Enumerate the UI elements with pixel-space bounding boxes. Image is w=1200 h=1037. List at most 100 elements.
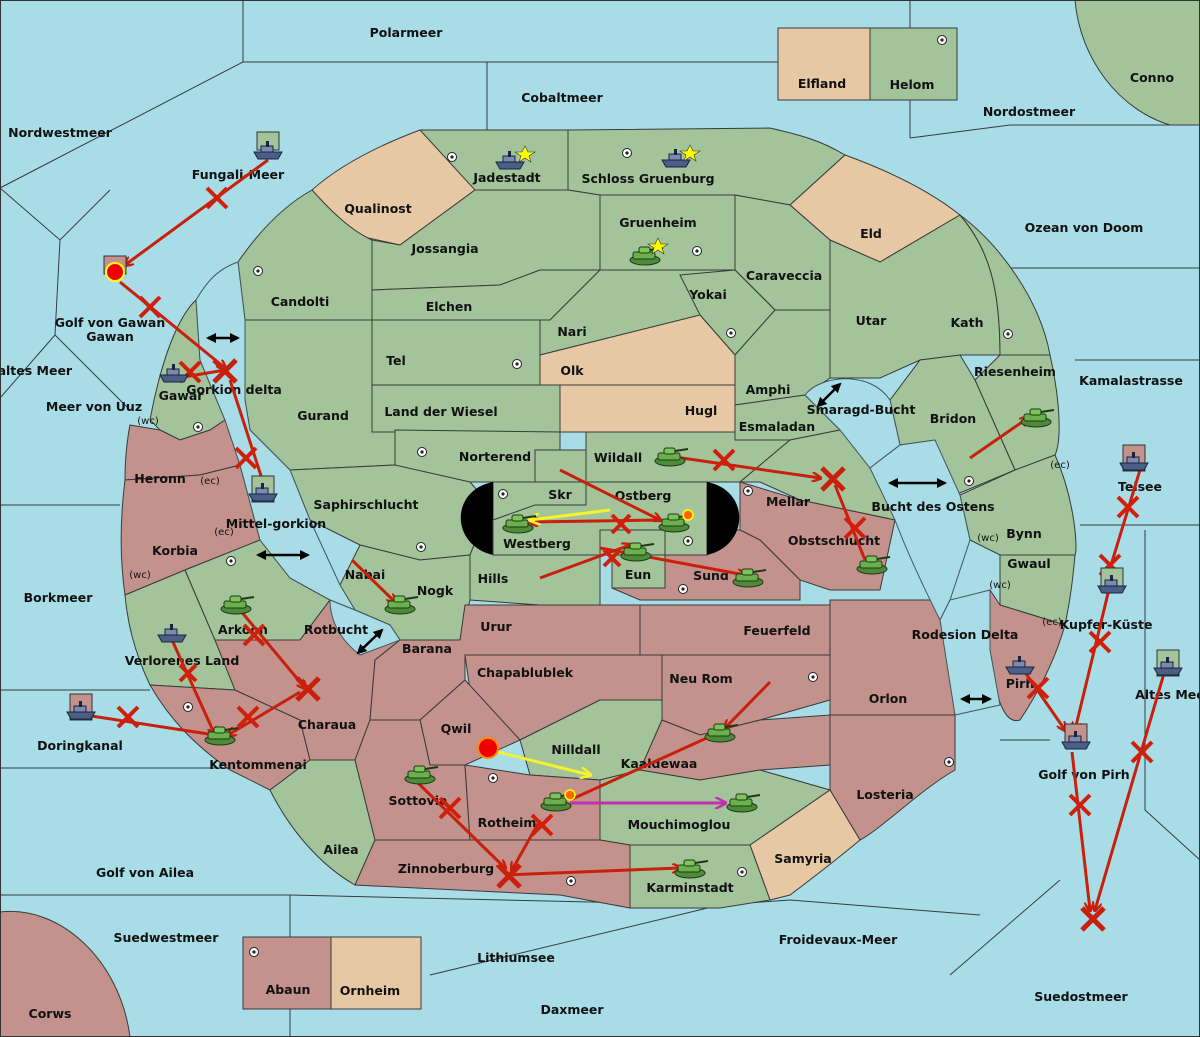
region-samyria[interactable] bbox=[749, 789, 861, 901]
label-obstschlucht: Obstschlucht bbox=[788, 533, 880, 548]
label-kentommenai: Kentommenai bbox=[209, 757, 307, 772]
label-karminstadt: Karminstadt bbox=[646, 880, 733, 895]
unit-fleet-golf-von-pirh bbox=[1061, 723, 1091, 750]
label-eun: Eun bbox=[625, 567, 651, 582]
label-suedostmeer: Suedostmeer bbox=[1034, 989, 1128, 1004]
label-daxmeer: Daxmeer bbox=[540, 1002, 604, 1017]
label-helom: Helom bbox=[890, 77, 935, 92]
label-charaua: Charaua bbox=[298, 717, 356, 732]
label-qwil: Qwil bbox=[441, 721, 472, 736]
label-candolti: Candolti bbox=[271, 294, 330, 309]
label-feuerfeld: Feuerfeld bbox=[743, 623, 810, 638]
cut-marks bbox=[116, 186, 1154, 837]
region-corws[interactable] bbox=[0, 910, 131, 1037]
label-utar: Utar bbox=[856, 313, 888, 328]
label-smaragd-bucht: Smaragd-Bucht bbox=[807, 402, 916, 417]
region-heronn[interactable] bbox=[124, 419, 241, 481]
label-gruenheim: Gruenheim bbox=[619, 215, 696, 230]
label-fungali-meer: Fungali-Meer bbox=[192, 167, 285, 182]
label-nordwestmeer: Nordwestmeer bbox=[8, 125, 113, 140]
label-urur: Urur bbox=[480, 619, 512, 634]
label-bucht-des-ostens: Bucht des Ostens bbox=[871, 499, 994, 514]
sea-rodesion-delta[interactable] bbox=[939, 589, 1001, 716]
label-jossangia: Jossangia bbox=[410, 241, 478, 256]
sea-gorkion-channel[interactable] bbox=[195, 261, 357, 612]
label-suedwestmeer: Suedwestmeer bbox=[114, 930, 220, 945]
label-borkmeer: Borkmeer bbox=[24, 590, 94, 605]
label-schloss-gruenburg: Schloss Gruenburg bbox=[581, 171, 714, 186]
label-gawan: Gawan bbox=[86, 329, 134, 344]
label-ailea: Ailea bbox=[323, 842, 358, 857]
label-nilldall: Nilldall bbox=[551, 742, 600, 757]
label-riesenheim: Riesenheim bbox=[974, 364, 1056, 379]
label-rotheim: Rotheim bbox=[478, 815, 537, 830]
unit-fleet-fungali-meer bbox=[253, 131, 283, 160]
region-elfland[interactable] bbox=[777, 27, 871, 101]
label-yokai: Yokai bbox=[688, 287, 727, 302]
unit-fleet-teisee bbox=[1119, 444, 1149, 472]
label-bynn-wc: (wc) bbox=[977, 533, 999, 544]
label-gwaul-wc: (wc) bbox=[989, 580, 1011, 591]
label-kaltes-meer: Kaltes Meer bbox=[0, 363, 73, 378]
bridge-east-cap bbox=[707, 482, 740, 555]
label-orlon: Orlon bbox=[869, 691, 908, 706]
label-zinnoberburg: Zinnoberburg bbox=[398, 861, 494, 876]
label-heronn-ec: (ec) bbox=[200, 476, 220, 487]
label-cobaltmeer: Cobaltmeer bbox=[521, 90, 603, 105]
label-nari: Nari bbox=[557, 324, 586, 339]
label-doringkanal: Doringkanal bbox=[37, 738, 123, 753]
label-elfland: Elfland bbox=[798, 76, 846, 91]
region-gruenheim[interactable] bbox=[599, 194, 736, 271]
label-nogk: Nogk bbox=[417, 583, 454, 598]
explosion-qwil bbox=[477, 737, 499, 759]
label-norterend: Norterend bbox=[459, 449, 531, 464]
label-ostberg: Ostberg bbox=[615, 488, 672, 503]
label-froidevaux-meer: Froidevaux-Meer bbox=[779, 932, 898, 947]
label-mittel-gorkion: Mittel-gorkion bbox=[226, 516, 326, 531]
region-conno[interactable] bbox=[1074, 0, 1200, 126]
region-ornheim[interactable] bbox=[330, 936, 422, 1010]
label-polarmeer: Polarmeer bbox=[370, 25, 444, 40]
unit-fleet-mittel-gorkion bbox=[248, 475, 278, 503]
label-nordostmeer: Nordostmeer bbox=[983, 104, 1076, 119]
label-rodesion-delta: Rodesion Delta bbox=[912, 627, 1019, 642]
label-mouchimoglou: Mouchimoglou bbox=[628, 817, 731, 832]
label-westberg: Westberg bbox=[503, 536, 571, 551]
label-corws: Corws bbox=[29, 1006, 72, 1021]
label-hills: Hills bbox=[478, 571, 509, 586]
label-gawar: Gawar bbox=[159, 388, 205, 403]
label-wildall: Wildall bbox=[594, 450, 642, 465]
label-meer-von-uuz: Meer von Uuz bbox=[46, 399, 142, 414]
canal-arrows bbox=[206, 333, 992, 704]
unit-fleet-golf-von-gawan bbox=[103, 255, 127, 282]
label-abaun: Abaun bbox=[266, 982, 311, 997]
label-altes-meer: Altes Meer bbox=[1135, 687, 1200, 702]
label-neu-rom: Neu Rom bbox=[669, 671, 732, 686]
label-bynn: Bynn bbox=[1006, 526, 1041, 541]
bridge-west-cap bbox=[460, 482, 493, 555]
label-heronn: Heronn bbox=[134, 471, 186, 486]
label-golf-von-ailea: Golf von Ailea bbox=[96, 865, 194, 880]
explosion-ostberg bbox=[682, 509, 694, 521]
units bbox=[66, 131, 1183, 879]
label-olk: Olk bbox=[560, 363, 584, 378]
label-lithiumsee: Lithiumsee bbox=[477, 950, 555, 965]
label-qualinost: Qualinost bbox=[344, 201, 411, 216]
label-samyria: Samyria bbox=[774, 851, 832, 866]
region-labels: Polarmeer Cobaltmeer Elfland Helom Conno… bbox=[0, 25, 1200, 1021]
label-amphi: Amphi bbox=[746, 382, 791, 397]
label-teisee: Teisee bbox=[1118, 479, 1162, 494]
order-arrows bbox=[84, 158, 1167, 910]
label-rotbucht: Rotbucht bbox=[304, 622, 368, 637]
failed-targets bbox=[212, 358, 1106, 932]
label-barana: Barana bbox=[402, 641, 452, 656]
label-kath: Kath bbox=[951, 315, 984, 330]
label-ornheim: Ornheim bbox=[340, 983, 400, 998]
label-korbia-ec: (ec) bbox=[214, 527, 234, 538]
label-kamalastrasse: Kamalastrasse bbox=[1079, 373, 1183, 388]
label-gwaul: Gwaul bbox=[1007, 556, 1050, 571]
label-hugl: Hugl bbox=[685, 403, 718, 418]
label-skr: Skr bbox=[548, 487, 572, 502]
